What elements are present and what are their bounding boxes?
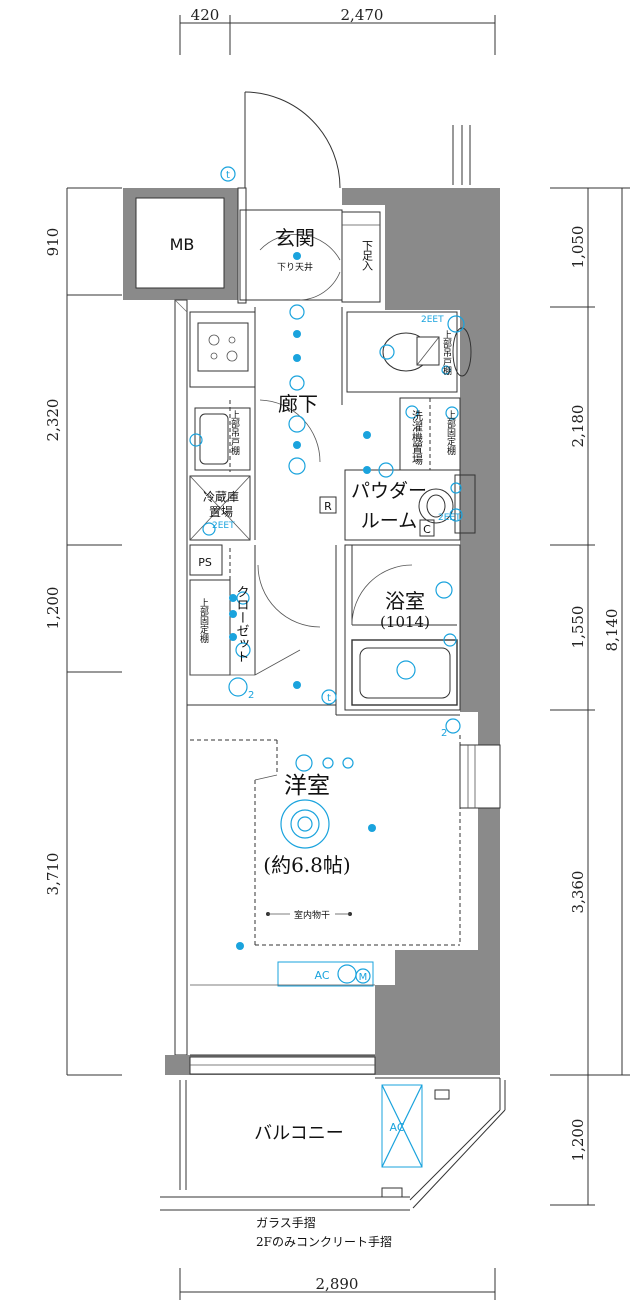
closet-label: クローゼット [234, 585, 250, 663]
dim-bottom: 2,890 [316, 1275, 359, 1293]
num-2-a: 2 [248, 690, 254, 701]
hallway-label: 廊下 [278, 392, 318, 416]
outlet-2eet-powder: 2EET [438, 513, 461, 523]
dim-left-3: 1,200 [44, 587, 62, 630]
ps-label: PS [198, 556, 212, 569]
outlet-2eet-kitchen: 2EET [212, 521, 235, 531]
bath-label: 浴室 [385, 589, 425, 613]
dim-right-3: 1,550 [569, 606, 587, 649]
outlet-2eet-toilet: 2EET [421, 315, 444, 325]
entrance-label: 玄関 [275, 226, 315, 250]
powder-room-label-1: パウダー [351, 480, 427, 502]
dimension-labels: 420 2,470 910 2,320 1,200 3,710 1,050 2,… [44, 6, 621, 1293]
balcony [160, 1077, 506, 1211]
dimension-lines [66, 15, 630, 1300]
dim-left-4: 3,710 [44, 853, 62, 896]
balcony-label: バルコニー [254, 1123, 344, 1144]
ac-balcony-label: AC [389, 1121, 404, 1134]
railing-note-2: 2Fのみコンクリート手摺 [256, 1234, 392, 1249]
electrical-symbols [189, 166, 465, 984]
upper-cabinet-kitchen: 上部吊戸棚 [229, 410, 240, 456]
m-label: M [359, 972, 368, 983]
interior-walls [187, 209, 501, 1056]
railing-note-1: ガラス手摺 [256, 1215, 316, 1230]
upper-shelf-laundry: 上部固定棚 [445, 410, 456, 456]
western-room-size: (約6.8帖) [263, 853, 350, 877]
bath-size-label: (1014) [380, 613, 430, 631]
indoor-dryer-label: 室内物干 [294, 909, 330, 921]
r-label: R [324, 500, 332, 513]
upper-cabinet-toilet: 上部吊戸棚 [441, 330, 452, 376]
dim-right-total: 8,140 [603, 609, 621, 652]
t-label-top: t [226, 170, 230, 181]
mb-label: MB [170, 235, 195, 254]
dim-top-1: 420 [191, 6, 220, 24]
railing-notes: ガラス手摺 2Fのみコンクリート手摺 [256, 1215, 392, 1249]
c-label: C [423, 523, 431, 536]
entrance-door [244, 91, 471, 189]
western-room-label: 洋室 [284, 773, 330, 799]
dim-top-2: 2,470 [341, 6, 384, 24]
t-label-mid: t [327, 693, 331, 704]
entrance-note: 下り天井 [277, 261, 313, 273]
num-2-b: 2 [441, 728, 447, 739]
powder-room-label-2: ルーム [361, 510, 417, 532]
dim-left-1: 910 [44, 228, 62, 257]
symbol-labels: t t 2EET 2EET 2EET M 2 2 AC AC R C [212, 170, 461, 1134]
dim-right-4: 3,360 [569, 871, 587, 914]
fridge-label-2: 置場 [209, 505, 233, 519]
ac-room-label: AC [314, 969, 329, 982]
room-labels: MB 玄関 下り天井 下足入 廊下 パウダー ルーム 浴室 (1014) 洋室 … [170, 226, 456, 1144]
laundry-label: 洗濯機置場 [411, 410, 424, 466]
upper-shelf-closet: 上部固定棚 [198, 598, 209, 644]
fridge-label-1: 冷蔵庫 [203, 490, 239, 504]
dim-right-5: 1,200 [569, 1119, 587, 1162]
dim-right-1: 1,050 [569, 226, 587, 269]
dim-left-2: 2,320 [44, 399, 62, 442]
dim-right-2: 2,180 [569, 405, 587, 448]
shoe-box-label: 下足入 [361, 240, 374, 271]
